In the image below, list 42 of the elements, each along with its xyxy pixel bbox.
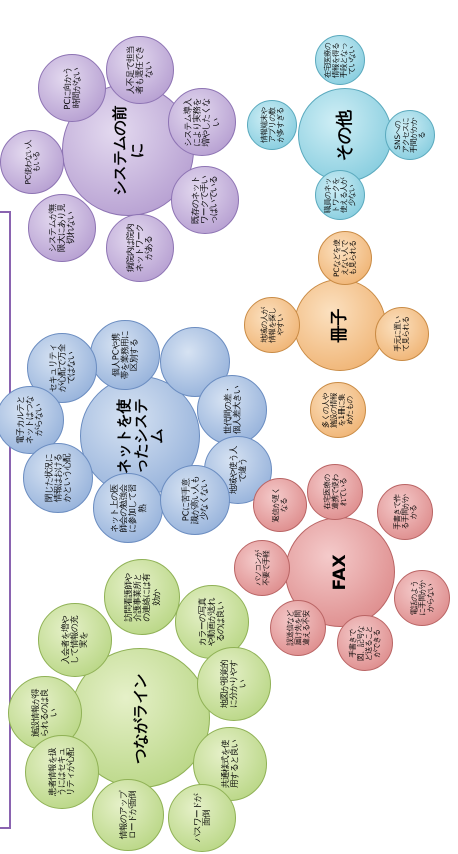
cluster-title: その他 <box>336 108 354 162</box>
petal-circle <box>106 36 174 104</box>
petal-text: PCに向かう時間がない <box>62 66 82 112</box>
petal-circle <box>93 473 163 543</box>
petal-text: 既存のネットワークで手いっぱいでいる <box>191 176 219 224</box>
petal-text: 地域や使う人で違う <box>228 446 248 494</box>
petal-text: 電子カルテとネットはつながらない <box>16 396 44 444</box>
petal-text: セキュリティが心配で万全ではない <box>48 344 76 392</box>
petal-circle <box>253 478 307 532</box>
petal-circle <box>104 559 180 635</box>
petal-circle <box>0 130 64 194</box>
petal-text: 地図が視覚的に分かりやすい <box>220 659 248 710</box>
petal-text: 人不足で担当者も選任できない <box>126 46 154 94</box>
petal-text: カラーの写真や動画が送れるのは良い <box>198 596 226 648</box>
cluster-title: ネットを使ったシステム <box>115 398 165 476</box>
petal-text: 施設情報が得られるのは良い <box>31 688 59 739</box>
petal-circle <box>375 307 429 361</box>
petal-text: 病院内は院内ネットワークがある <box>126 224 154 272</box>
cluster-title: システムの前に <box>112 104 144 196</box>
petal-text: 入会者を増やして情報の充実を <box>61 614 89 666</box>
petal-text: 閉じた状況に情報はおけるかという心配 <box>44 454 72 502</box>
petal-text: PCに苦手意識が高い人も少なくない <box>181 476 209 524</box>
petal-text: 患者情報を扱うにはセキュリティが心配 <box>48 746 76 798</box>
petal-text: ネット上の医師会の勉強会に参加して習熟 <box>110 484 146 532</box>
petal-circle <box>315 35 365 85</box>
petal-circle <box>234 540 290 596</box>
cluster-title: 冊子 <box>330 307 350 344</box>
petal-circle <box>247 100 297 150</box>
petal-text: システムが無限大にあり見切れない <box>48 204 76 252</box>
petal-circle <box>318 231 372 285</box>
petal-text: 共通様式を使用すると良い <box>220 739 240 790</box>
petal-text: 訪問看護師や介護事業所との連絡には有効か <box>124 572 160 624</box>
cluster-title: FAX <box>330 553 350 592</box>
petal-circle <box>385 110 435 160</box>
petal-text: パスワードが面倒 <box>192 794 212 842</box>
petal-text: 個人PCや携帯を業務用に区別する <box>111 330 139 380</box>
petal-text: 情報のアップロードが面倒 <box>118 790 138 840</box>
petal-circle <box>175 585 249 659</box>
petal-text: 世代間の差・個人差大きい <box>222 386 242 434</box>
petal-circle <box>315 170 365 220</box>
petal-text: システム導入により実務を増やしたくない <box>184 98 220 146</box>
cluster-title: つながライン <box>132 672 148 766</box>
